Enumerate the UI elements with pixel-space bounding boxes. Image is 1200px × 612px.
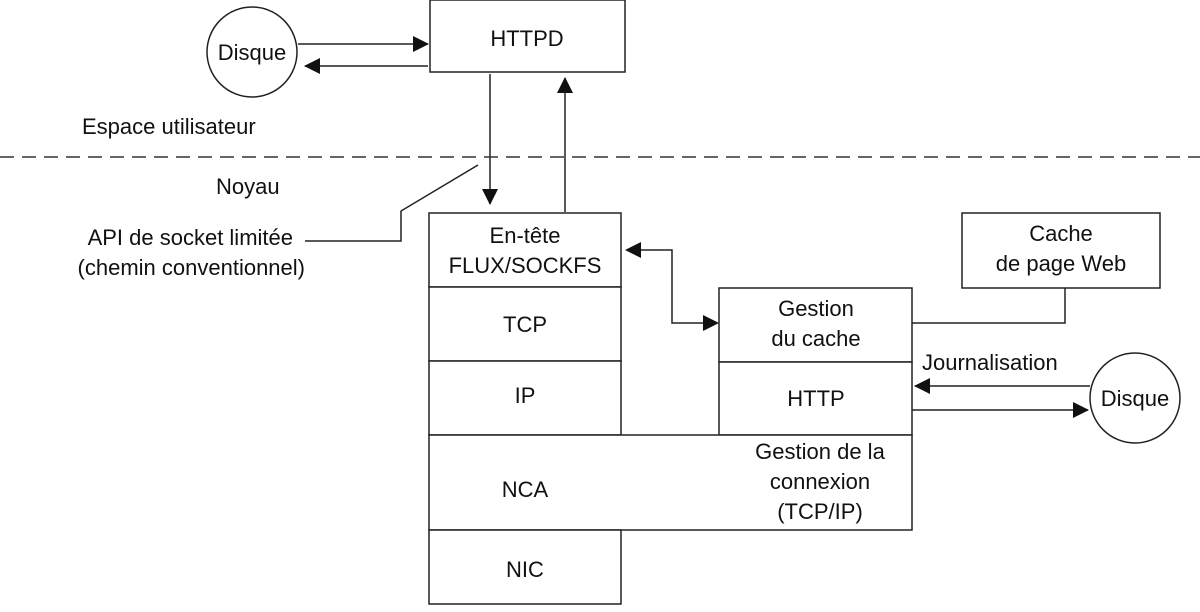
httpd-box: HTTPD bbox=[429, 0, 626, 73]
ip-box: IP bbox=[428, 360, 622, 436]
disk-right: Disque bbox=[1089, 352, 1181, 444]
api-callout-line bbox=[305, 164, 479, 242]
conn-label-line3: (TCP/IP) bbox=[777, 499, 863, 524]
disk-top: Disque bbox=[206, 6, 298, 98]
cache-mgmt-label-line1: Gestion bbox=[778, 296, 854, 321]
nic-box: NIC bbox=[428, 529, 622, 605]
stream-sockfs-box: En-tête FLUX/SOCKFS bbox=[428, 212, 622, 288]
conn-label-line1: Gestion de la bbox=[755, 439, 885, 464]
web-cache-label-line2: de page Web bbox=[996, 251, 1126, 276]
nca-label: NCA bbox=[502, 477, 549, 502]
http-box: HTTP bbox=[718, 361, 913, 436]
ip-label: IP bbox=[515, 383, 536, 408]
httpd-label: HTTPD bbox=[490, 26, 563, 51]
web-cache-label-line1: Cache bbox=[1029, 221, 1093, 246]
api-label-line2: (chemin conventionnel) bbox=[78, 255, 305, 280]
api-label-line1: API de socket limitée bbox=[88, 225, 293, 250]
web-page-cache-box: Cache de page Web bbox=[961, 212, 1161, 289]
cache-management-box: Gestion du cache bbox=[718, 287, 913, 363]
nic-label: NIC bbox=[506, 557, 544, 582]
nca-box: NCA Gestion de la connexion (TCP/IP) bbox=[428, 434, 913, 531]
cache-mgmt-label-line2: du cache bbox=[771, 326, 860, 351]
arrowhead-right bbox=[703, 315, 719, 331]
http-label: HTTP bbox=[787, 386, 844, 411]
cache-to-web-cache-line bbox=[912, 288, 1066, 324]
conn-label-line2: connexion bbox=[770, 469, 870, 494]
arrowhead-left bbox=[625, 242, 641, 258]
tcp-label: TCP bbox=[503, 312, 547, 337]
disk-right-label: Disque bbox=[1101, 386, 1169, 411]
stream-cache-connector bbox=[640, 249, 704, 324]
stream-label-line1: En-tête bbox=[490, 223, 561, 248]
tcp-box: TCP bbox=[428, 286, 622, 362]
disk-top-label: Disque bbox=[218, 40, 286, 65]
kernel-label: Noyau bbox=[216, 174, 280, 199]
user-space-label: Espace utilisateur bbox=[82, 114, 256, 139]
stream-label-line2: FLUX/SOCKFS bbox=[449, 253, 602, 278]
logging-label: Journalisation bbox=[922, 350, 1058, 375]
